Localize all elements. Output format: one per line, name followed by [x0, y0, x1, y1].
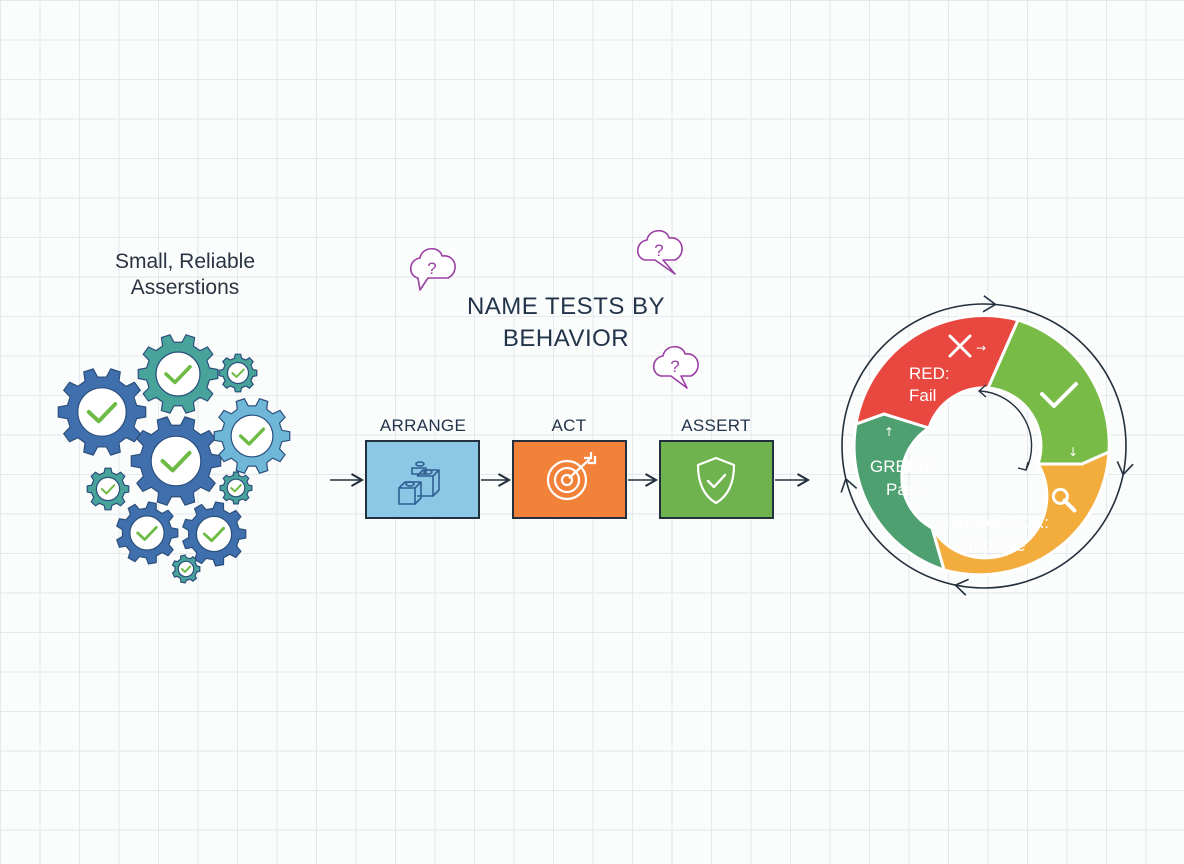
- red-title: RED:: [909, 364, 950, 383]
- small-arrow-glyph: →: [976, 341, 986, 355]
- question-bubble-icon: ?: [409, 247, 456, 291]
- check-icon: [100, 484, 116, 495]
- segment-refactor: [930, 449, 1111, 577]
- check-icon: [231, 368, 245, 378]
- refactor-title: REFACTOR:: [952, 513, 1049, 532]
- refactor-sub: Improve: [964, 536, 1025, 555]
- green-sub: Pass: [886, 480, 924, 499]
- green-title: GREEN:: [870, 457, 935, 476]
- small-arrow-glyph: ←: [940, 517, 950, 531]
- small-arrow-glyph: ↓: [1068, 445, 1078, 459]
- check-icon: [86, 402, 118, 424]
- gear-icon: [57, 368, 147, 456]
- question-mark: ?: [670, 357, 679, 376]
- ring-arrowhead: [840, 477, 858, 493]
- gear-icon: [116, 501, 179, 565]
- check-icon: [238, 427, 266, 446]
- ring-arrowhead: [953, 578, 969, 596]
- step-label-arrange: ARRANGE: [379, 416, 467, 435]
- ring-arrowhead: [982, 295, 997, 313]
- segment-red: [854, 314, 1021, 430]
- cycle-outer-ring: [841, 303, 1127, 589]
- small-arrow-glyph: ↑: [884, 425, 894, 439]
- shield-check-icon: [696, 456, 736, 505]
- inner-cycle-arrow: [979, 390, 1033, 471]
- gear-icon: [219, 471, 253, 505]
- step-box-assert: [659, 440, 774, 519]
- step-box-act: [512, 440, 627, 519]
- check-icon: [136, 526, 158, 541]
- gear-icon: [130, 416, 222, 506]
- check-icon: [160, 450, 192, 473]
- question-bubble-icon: ?: [652, 345, 699, 389]
- inner-arrowhead: [977, 384, 987, 398]
- tdd-cycle: → ↓ ↑ RED: Fail GREEN: Pass ← REFACTOR: …: [840, 295, 1134, 596]
- question-mark: ?: [427, 259, 436, 278]
- check-icon: [180, 565, 192, 573]
- gears-title-line2: Asserstions: [130, 276, 240, 299]
- gear-icon: [182, 501, 247, 567]
- x-icon: [948, 334, 972, 358]
- inner-arrowhead: [1017, 461, 1029, 471]
- center-title: NAME TESTS BY BEHAVIOR: [426, 291, 706, 355]
- check-icon: [202, 526, 226, 543]
- blocks-icon: [398, 461, 440, 505]
- gears-title: Small, Reliable Asserstions: [80, 249, 290, 301]
- center-title-line1: NAME TESTS BY: [466, 293, 666, 320]
- step-box-arrange: [365, 440, 480, 519]
- step-label-act: ACT: [551, 416, 587, 435]
- wrench-icon: [1051, 487, 1077, 513]
- target-icon: [546, 452, 597, 501]
- check-icon: [164, 365, 192, 385]
- gear-icon: [218, 353, 258, 393]
- question-bubble-icon: ?: [636, 229, 683, 275]
- gear-icon: [171, 554, 201, 584]
- gears-title-line1: Small, Reliable: [114, 250, 256, 273]
- gear-cluster: [57, 334, 291, 584]
- center-title-line2: BEHAVIOR: [502, 325, 630, 352]
- gear-icon: [213, 398, 291, 474]
- check-icon: [1040, 382, 1078, 408]
- question-mark: ?: [654, 241, 663, 260]
- ring-arrowhead: [1116, 461, 1134, 477]
- check-icon: [230, 484, 242, 493]
- gear-icon: [86, 467, 130, 511]
- red-sub: Fail: [909, 386, 936, 405]
- gear-icon: [137, 334, 219, 414]
- step-label-assert: ASSERT: [681, 416, 751, 435]
